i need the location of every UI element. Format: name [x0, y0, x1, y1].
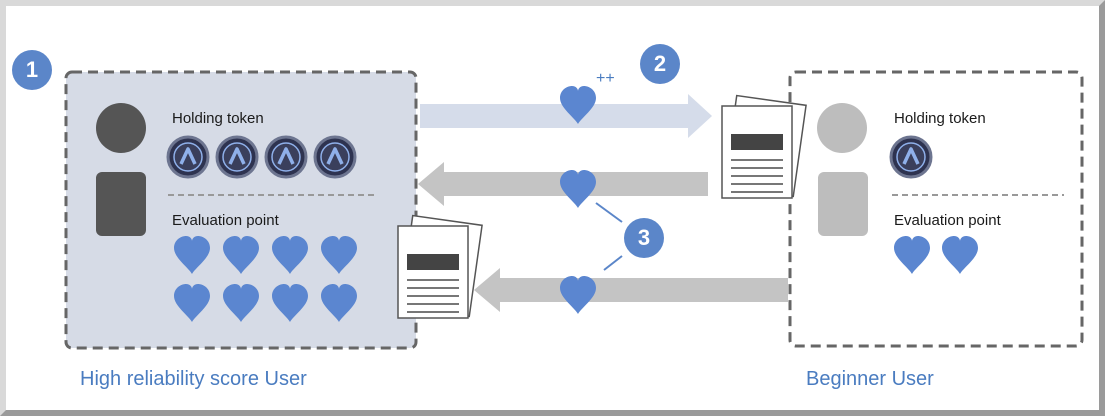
- plus-mark: ++: [596, 70, 615, 87]
- left-holding-token-label: Holding token: [172, 110, 264, 127]
- step-3-badge: 3: [624, 218, 664, 258]
- step3-connector: [595, 202, 623, 223]
- user-silhouette-icon: [96, 103, 146, 236]
- left-user-caption: High reliability score User: [80, 368, 307, 390]
- heart-icon: [560, 170, 596, 208]
- token-icon: [264, 135, 308, 179]
- right-evaluation-point-label: Evaluation point: [894, 212, 1001, 229]
- right-user-caption: Beginner User: [806, 368, 934, 390]
- document-icon: [397, 214, 484, 319]
- step-1-badge: 1: [12, 50, 52, 90]
- right-token-group: [889, 135, 933, 179]
- step3-connector: [603, 255, 623, 271]
- user-silhouette-icon: [817, 103, 868, 236]
- step-2-badge: 2: [640, 44, 680, 84]
- token-icon: [313, 135, 357, 179]
- document-icon: [721, 94, 808, 199]
- right-holding-token-label: Holding token: [894, 110, 986, 127]
- left-evaluation-point-label: Evaluation point: [172, 212, 279, 229]
- token-icon: [166, 135, 210, 179]
- token-icon: [215, 135, 259, 179]
- arrow-icon: [474, 268, 788, 312]
- heart-icon: [560, 276, 596, 314]
- left-token-group: [166, 135, 357, 179]
- arrow-icon: [420, 94, 712, 138]
- token-icon: [889, 135, 933, 179]
